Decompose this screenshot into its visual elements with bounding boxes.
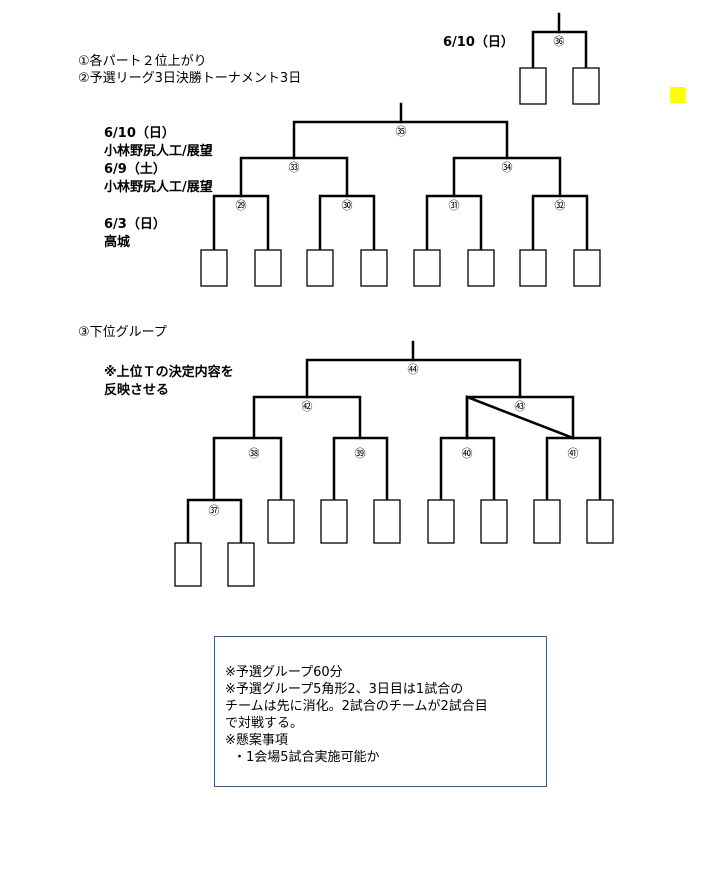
match-38: ㊳ xyxy=(249,447,260,460)
lower-group-note-2: 反映させる xyxy=(104,383,170,398)
match-32: ㉜ xyxy=(555,199,566,212)
match-43: ㊸ xyxy=(515,400,526,413)
match-34: ㉞ xyxy=(502,161,513,174)
rule-1: ①各パート２位上がり xyxy=(78,54,207,69)
note-line-4: で対戦する。 xyxy=(225,716,304,731)
note-line-1: ※予選グループ60分 xyxy=(225,665,343,680)
match-33: ㉝ xyxy=(289,161,300,174)
match-31: ㉛ xyxy=(449,199,460,212)
note-line-5: ※懸案事項 xyxy=(225,733,288,748)
final-date: 6/10（日） xyxy=(443,35,514,50)
highlight-marker xyxy=(670,87,685,103)
match-44: ㊹ xyxy=(408,363,419,376)
schedule-venue-1: 小林野尻人工/展望 xyxy=(104,144,213,159)
lower-group-note-1: ※上位Ｔの決定内容を xyxy=(104,365,234,380)
match-30: ㉚ xyxy=(342,199,353,212)
schedule-date-3: 6/3（日） xyxy=(104,217,166,232)
final-slot-right xyxy=(572,67,600,105)
schedule-venue-3: 高城 xyxy=(104,235,131,250)
schedule-venue-2: 小林野尻人工/展望 xyxy=(104,180,213,195)
notes-box: ※予選グループ60分 ※予選グループ5角形2、3日目は1試合の チームは先に消化… xyxy=(214,636,547,787)
match-35: ㉟ xyxy=(396,125,407,138)
rule-2: ②予選リーグ3日決勝トーナメント3日 xyxy=(78,71,302,86)
match-41: ㊶ xyxy=(568,447,579,460)
note-line-3: チームは先に消化。2試合のチームが2試合目 xyxy=(225,699,488,714)
note-line-6: ・1会場5試合実施可能か xyxy=(233,750,380,765)
match-29: ㉙ xyxy=(236,199,247,212)
schedule-date-1: 6/10（日） xyxy=(104,126,175,141)
match-37: ㊲ xyxy=(209,504,220,517)
match-36: ㊱ xyxy=(554,35,565,48)
lower-group-heading: ③下位グループ xyxy=(78,325,167,340)
final-slot-left xyxy=(519,67,547,105)
match-42: ㊷ xyxy=(302,400,313,413)
note-line-2: ※予選グループ5角形2、3日目は1試合の xyxy=(225,682,464,697)
match-39: ㊴ xyxy=(355,447,366,460)
match-40: ㊵ xyxy=(462,447,473,460)
schedule-date-2: 6/9（土） xyxy=(104,162,166,177)
